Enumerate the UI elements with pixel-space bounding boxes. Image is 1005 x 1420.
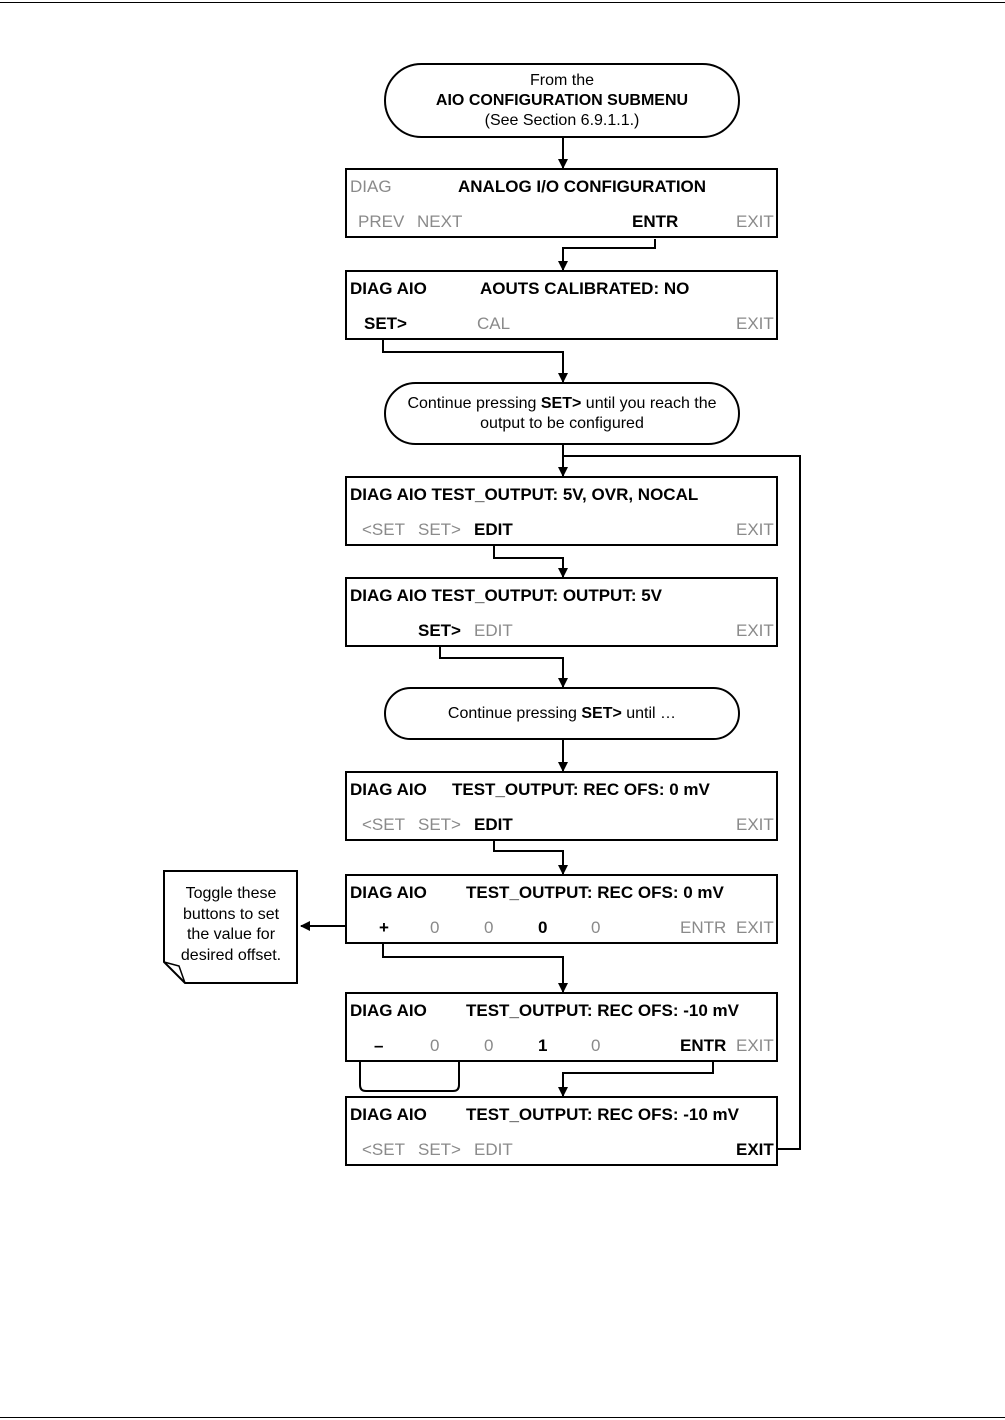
- screen-title: TEST_OUTPUT: REC OFS: 0 mV: [452, 780, 710, 799]
- entr-button[interactable]: ENTR: [680, 1036, 727, 1055]
- exit-button[interactable]: EXIT: [736, 520, 774, 539]
- screen-label: DIAG: [350, 177, 392, 196]
- screen-aouts-calibrated: DIAG AIO AOUTS CALIBRATED: NO SET> CAL E…: [345, 270, 778, 340]
- start-node: From the AIO CONFIGURATION SUBMENU (See …: [384, 63, 740, 138]
- digit-button-2[interactable]: 0: [484, 918, 494, 937]
- screen-label: DIAG AIO: [350, 883, 427, 902]
- start-line3: (See Section 6.9.1.1.): [484, 111, 640, 129]
- screen-title: DIAG AIO TEST_OUTPUT: OUTPUT: 5V: [350, 586, 663, 605]
- digit-button-1[interactable]: 0: [430, 918, 440, 937]
- note-shape: [163, 870, 298, 984]
- instruction-line2: output to be configured: [480, 414, 644, 432]
- set-next-button[interactable]: SET>: [418, 1140, 461, 1159]
- set-prev-button[interactable]: <SET: [362, 520, 405, 539]
- digit-button-2[interactable]: 0: [484, 1036, 494, 1055]
- screen-label: DIAG AIO: [350, 780, 427, 799]
- edit-button[interactable]: EDIT: [474, 621, 513, 640]
- bottom-rule: [0, 1417, 1005, 1418]
- instruction-line1: Continue pressing SET> until you reach t…: [407, 394, 717, 412]
- screen-title: TEST_OUTPUT: REC OFS: 0 mV: [466, 883, 724, 902]
- set-prev-button[interactable]: <SET: [362, 815, 405, 834]
- screen-title: AOUTS CALIBRATED: NO: [480, 279, 690, 298]
- start-line1: From the: [529, 71, 594, 89]
- note-line-4: desired offset.: [180, 946, 282, 964]
- screen-label: DIAG AIO: [350, 1105, 427, 1124]
- instruction-line1: Continue pressing SET> until …: [447, 704, 677, 722]
- sign-button[interactable]: –: [374, 1036, 384, 1055]
- set-next-button[interactable]: SET>: [418, 621, 461, 640]
- screen-test-output-summary: DIAG AIO TEST_OUTPUT: 5V, OVR, NOCAL <SE…: [345, 476, 778, 546]
- arrow-entr-to-screen2: [558, 239, 656, 271]
- start-line2: AIO CONFIGURATION SUBMENU: [435, 91, 689, 109]
- toggle-buttons-note: Toggle these buttons to set the value fo…: [163, 870, 298, 984]
- exit-button[interactable]: EXIT: [736, 314, 774, 333]
- screen-rec-ofs-edit: DIAG AIO TEST_OUTPUT: REC OFS: 0 mV + 0 …: [345, 874, 778, 944]
- digit-button-3[interactable]: 0: [538, 918, 548, 937]
- exit-button[interactable]: EXIT: [736, 1036, 774, 1055]
- prev-button[interactable]: PREV: [358, 212, 405, 231]
- screen-title: TEST_OUTPUT: REC OFS: -10 mV: [466, 1105, 739, 1124]
- note-text: Toggle these buttons to set the value fo…: [169, 884, 293, 966]
- digit-button-3[interactable]: 1: [538, 1036, 548, 1055]
- screen-test-output-output: DIAG AIO TEST_OUTPUT: OUTPUT: 5V SET> ED…: [345, 577, 778, 647]
- exit-button[interactable]: EXIT: [736, 621, 774, 640]
- exit-button[interactable]: EXIT: [736, 212, 774, 231]
- note-line-1: Toggle these: [185, 885, 277, 902]
- loop-digit-toggle: [359, 1062, 460, 1092]
- edit-button[interactable]: EDIT: [474, 1140, 513, 1159]
- screen-label: DIAG AIO: [350, 1001, 427, 1020]
- exit-button[interactable]: EXIT: [736, 918, 774, 937]
- screen-label: DIAG AIO: [350, 279, 427, 298]
- note-line-3: the value for: [186, 926, 276, 943]
- instruction-continue-pressing: Continue pressing SET> until you reach t…: [384, 382, 740, 445]
- screen-analog-io-config: DIAG ANALOG I/O CONFIGURATION PREV NEXT …: [345, 168, 778, 238]
- cal-button[interactable]: CAL: [477, 314, 511, 333]
- digit-button-4[interactable]: 0: [591, 1036, 601, 1055]
- screen-rec-ofs-minus10: DIAG AIO TEST_OUTPUT: REC OFS: -10 mV – …: [345, 992, 778, 1062]
- entr-button[interactable]: ENTR: [680, 918, 727, 937]
- digit-button-4[interactable]: 0: [591, 918, 601, 937]
- screen-title: TEST_OUTPUT: REC OFS: -10 mV: [466, 1001, 739, 1020]
- screen-title: ANALOG I/O CONFIGURATION: [458, 177, 707, 196]
- next-button[interactable]: NEXT: [417, 212, 463, 231]
- entr-button[interactable]: ENTR: [632, 212, 679, 231]
- exit-button[interactable]: EXIT: [736, 1140, 774, 1159]
- exit-button[interactable]: EXIT: [736, 815, 774, 834]
- digit-button-1[interactable]: 0: [430, 1036, 440, 1055]
- sign-button[interactable]: +: [379, 918, 389, 937]
- set-prev-button[interactable]: <SET: [362, 1140, 405, 1159]
- edit-button[interactable]: EDIT: [474, 815, 513, 834]
- instruction-continue-pressing-2: Continue pressing SET> until …: [384, 687, 740, 740]
- set-next-button[interactable]: SET>: [418, 520, 461, 539]
- edit-button[interactable]: EDIT: [474, 520, 513, 539]
- set-next-button[interactable]: SET>: [418, 815, 461, 834]
- note-line-2: buttons to set: [182, 905, 280, 923]
- screen-rec-ofs-saved: DIAG AIO TEST_OUTPUT: REC OFS: -10 mV <S…: [345, 1096, 778, 1166]
- screen-title: DIAG AIO TEST_OUTPUT: 5V, OVR, NOCAL: [350, 485, 699, 504]
- set-next-button[interactable]: SET>: [364, 314, 407, 333]
- top-rule: [0, 2, 1005, 3]
- screen-rec-ofs: DIAG AIO TEST_OUTPUT: REC OFS: 0 mV <SET…: [345, 771, 778, 841]
